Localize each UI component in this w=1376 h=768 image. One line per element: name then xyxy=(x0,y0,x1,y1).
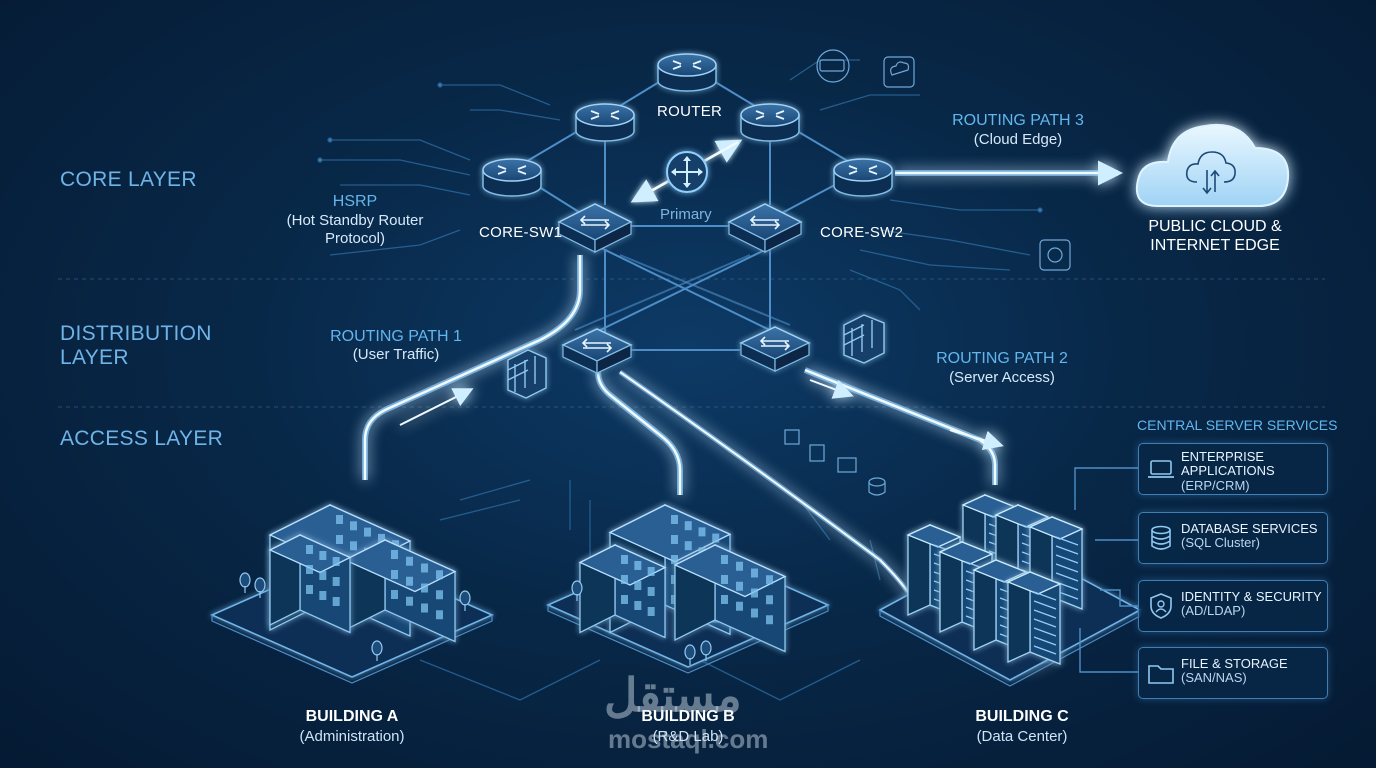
building-b-wing xyxy=(673,543,787,653)
tree-icon xyxy=(571,580,583,601)
watermark-latin: mostaql.com xyxy=(608,724,769,754)
building-a-left-wing xyxy=(268,533,352,634)
circuit-traces xyxy=(317,59,1043,701)
core-layer-label: CORE LAYER xyxy=(60,168,197,191)
campus-buildings xyxy=(210,503,1142,687)
building-c-subtitle: (Data Center) xyxy=(976,728,1068,745)
service-name-line1: IDENTITY & SECURITY xyxy=(1181,589,1322,604)
hsrp-title: HSRP xyxy=(332,193,378,210)
service-database: DATABASE SERVICES(SQL Cluster) xyxy=(1138,512,1328,564)
service-detail: (SAN/NAS) xyxy=(1181,670,1247,686)
data-center-servers xyxy=(906,493,1084,665)
hsrp-virtual-router-icon xyxy=(666,151,708,193)
router-far-left-icon xyxy=(482,158,542,197)
service-name-line1: DATABASE SERVICES xyxy=(1181,521,1318,536)
router-right-icon xyxy=(740,103,800,142)
tree-icon xyxy=(700,640,712,661)
decorative-device-icons xyxy=(784,49,1071,496)
cloud-icon xyxy=(1136,124,1290,207)
tree-icon xyxy=(459,590,471,611)
service-file-storage: FILE & STORAGE(SAN/NAS) xyxy=(1138,647,1328,699)
primary-label: Primary xyxy=(660,206,712,223)
central-services-title: CENTRAL SERVER SERVICES xyxy=(1137,417,1338,433)
distribution-layer-label: DISTRIBUTION xyxy=(60,322,212,345)
routing-path-1-subtitle: (User Traffic) xyxy=(352,346,440,363)
server-rack-icon xyxy=(1006,570,1062,665)
layer-separators xyxy=(58,278,1325,408)
service-name-line1: ENTERPRISE xyxy=(1181,449,1265,464)
hsrp-line1: (Hot Standby Router xyxy=(286,212,424,229)
service-connectors xyxy=(1074,467,1138,673)
core-sw1-switch-icon xyxy=(557,203,633,253)
service-detail: (SQL Cluster) xyxy=(1181,535,1260,551)
core-sw2-label: CORE-SW2 xyxy=(820,224,904,241)
firewall-icons xyxy=(507,314,885,399)
router-left-icon xyxy=(575,103,635,142)
tree-icon xyxy=(371,640,383,661)
building-a-subtitle: (Administration) xyxy=(299,728,405,745)
cloud-label-line1: PUBLIC CLOUD & xyxy=(1148,218,1282,235)
building-b-left-wing xyxy=(578,543,667,639)
routing-path-3-subtitle: (Cloud Edge) xyxy=(973,131,1063,148)
routing-path-2-title: ROUTING PATH 2 xyxy=(936,350,1068,367)
shield-icon xyxy=(1150,593,1172,619)
tree-icon xyxy=(684,644,696,665)
dist-sw2-switch-icon xyxy=(739,326,811,372)
router-far-right-icon xyxy=(833,158,893,197)
cloud-label-line2: INTERNET EDGE xyxy=(1150,237,1280,254)
building-b-title: BUILDING B xyxy=(641,708,735,725)
routing-path-2-subtitle: (Server Access) xyxy=(949,369,1055,386)
service-name-line1: FILE & STORAGE xyxy=(1181,656,1288,671)
tree-icon xyxy=(239,572,251,593)
routing-path-3-title: ROUTING PATH 3 xyxy=(952,112,1084,129)
routing-path-1-title: ROUTING PATH 1 xyxy=(330,328,462,345)
router-top-icon xyxy=(657,53,717,92)
service-name-line2: APPLICATIONS xyxy=(1181,463,1275,479)
core-sw2-switch-icon xyxy=(727,203,803,253)
access-layer-label: ACCESS LAYER xyxy=(60,427,224,450)
folder-icon xyxy=(1148,665,1174,684)
database-icon xyxy=(1151,525,1171,550)
hsrp-line2: Protocol) xyxy=(324,230,386,247)
service-detail: (AD/LDAP) xyxy=(1181,603,1246,619)
watermark-arabic: مستقل xyxy=(604,669,742,721)
service-identity-security: IDENTITY & SECURITY(AD/LDAP) xyxy=(1138,580,1328,632)
laptop-icon xyxy=(1148,460,1174,478)
tree-icon xyxy=(254,577,266,598)
building-c-title: BUILDING C xyxy=(975,708,1069,725)
building-a-title: BUILDING A xyxy=(305,708,399,725)
core-routers xyxy=(482,53,893,197)
service-detail: (ERP/CRM) xyxy=(1181,477,1250,493)
router-label: ROUTER xyxy=(657,103,723,120)
building-b-subtitle: (R&D Lab) xyxy=(652,728,724,745)
distribution-layer-label-line2: LAYER xyxy=(60,346,129,369)
network-switches xyxy=(557,203,811,374)
core-sw1-label: CORE-SW1 xyxy=(479,224,563,241)
dist-sw1-switch-icon xyxy=(561,328,633,374)
